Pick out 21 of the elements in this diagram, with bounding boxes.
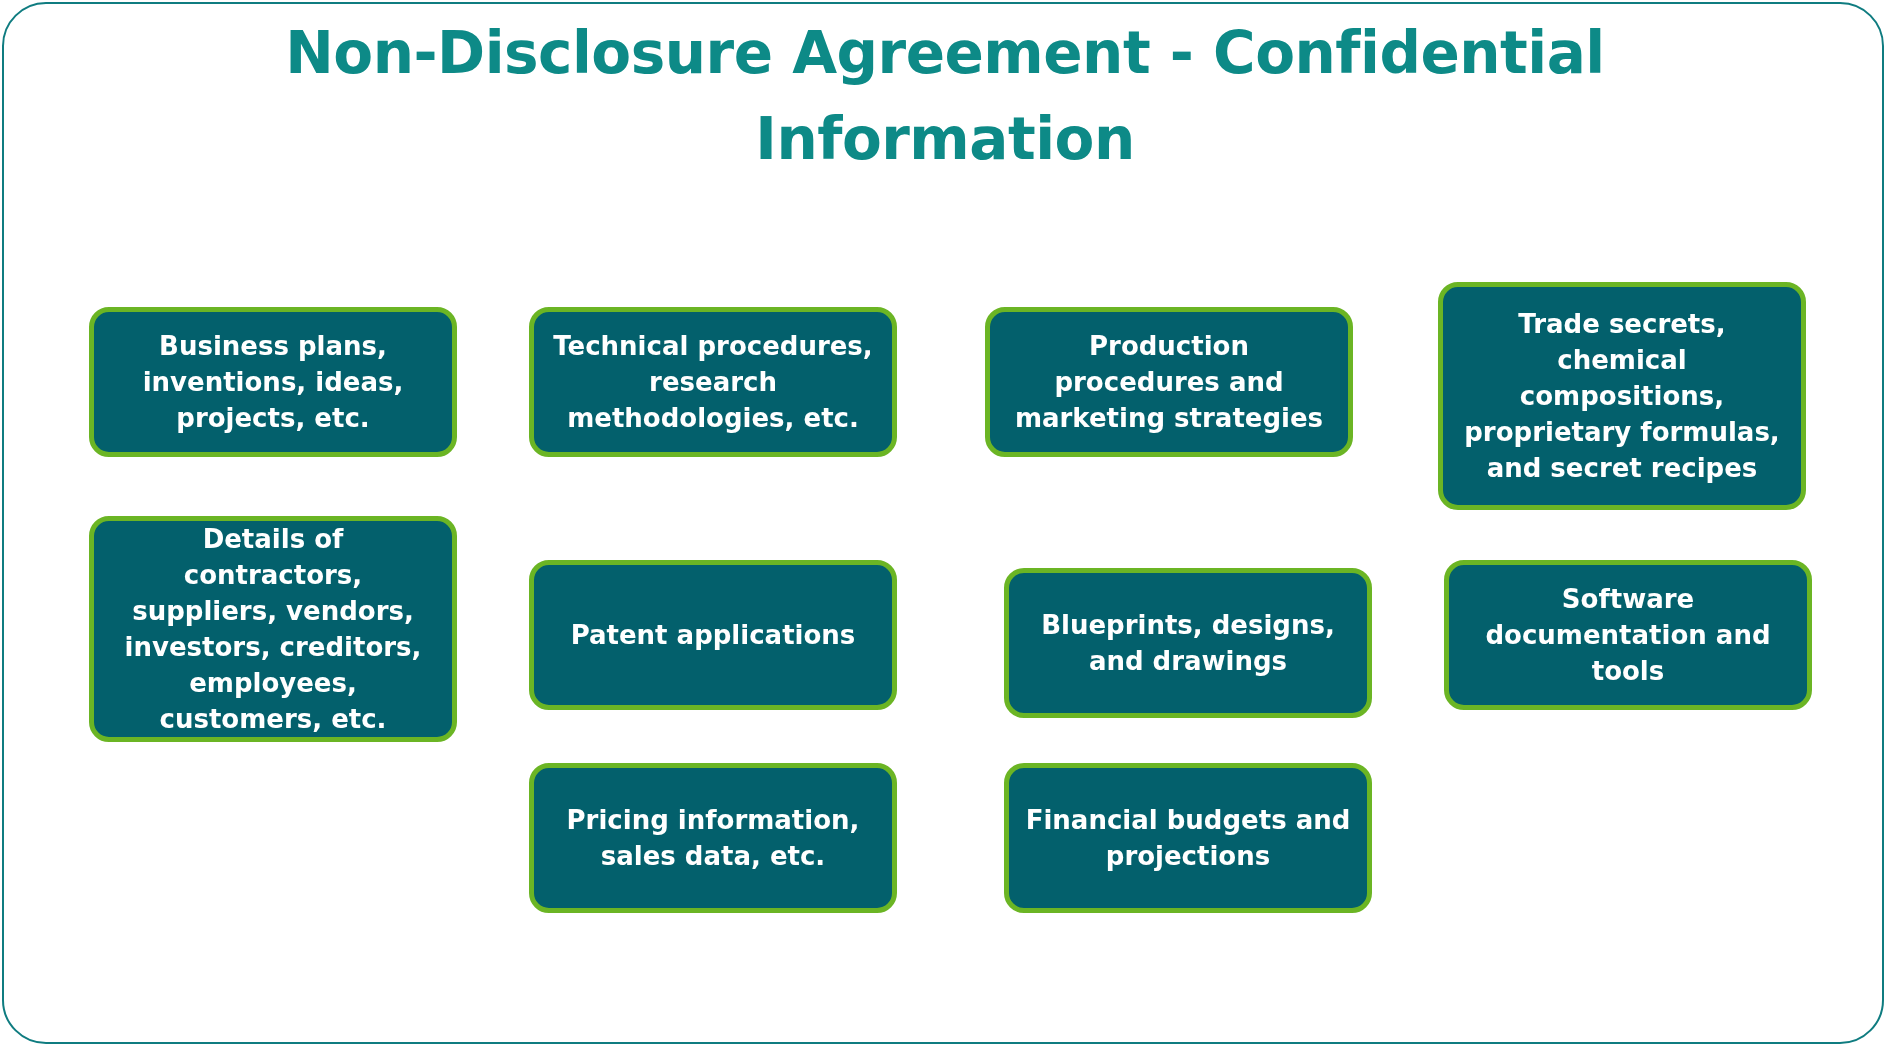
info-card xyxy=(1438,282,1806,510)
info-card xyxy=(89,516,457,742)
card-label: Details of contractors, suppliers, vendors, investors, creditors, employees, customers, etc. xyxy=(123,523,423,736)
info-card xyxy=(529,560,897,710)
info-card xyxy=(1444,560,1812,710)
info-card xyxy=(529,763,897,913)
card-label: Financial budgets and projections xyxy=(1025,804,1351,873)
title-heading: Non-Disclosure Agreement - Confidential Information xyxy=(284,18,1606,175)
info-card xyxy=(985,307,1353,457)
info-card xyxy=(1004,763,1372,913)
card-label: Business plans, inventions, ideas, projects, etc. xyxy=(141,330,405,435)
card-label: Software documentation and tools xyxy=(1484,583,1772,688)
info-card xyxy=(89,307,457,457)
card-label: Pricing information, sales data, etc. xyxy=(565,804,861,873)
card-label: Blueprints, designs, and drawings xyxy=(1040,609,1336,678)
card-label: Trade secrets, chemical compositions, proprietary formulas, and secret recipes xyxy=(1463,308,1781,485)
card-label: Technical procedures, research methodologies, etc. xyxy=(552,330,874,435)
card-label: Patent applications xyxy=(570,619,856,652)
card-label: Production procedures and marketing strategies xyxy=(1013,330,1325,435)
info-card xyxy=(529,307,897,457)
info-card xyxy=(1004,568,1372,718)
